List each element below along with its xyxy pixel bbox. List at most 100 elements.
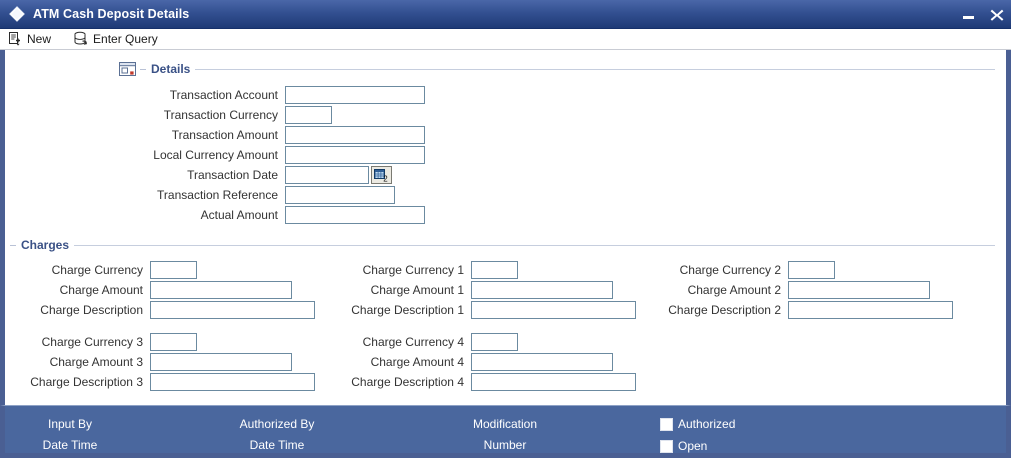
- label-transaction-reference: Transaction Reference: [157, 188, 278, 202]
- field-charge-currency-4: Charge Currency 4: [343, 333, 518, 351]
- field-charge-amount-1: Charge Amount 1: [343, 281, 613, 299]
- field-transaction-reference: Transaction Reference: [140, 186, 395, 204]
- authorized-checkbox[interactable]: [660, 417, 673, 431]
- form-canvas: Details Transaction Account Transaction …: [0, 50, 1011, 405]
- label-charge-description-1: Charge Description 1: [351, 303, 464, 317]
- input-transaction-currency[interactable]: [285, 106, 332, 124]
- open-checkbox-label: Open: [678, 439, 708, 453]
- panel-restore-icon[interactable]: [118, 61, 137, 77]
- input-actual-amount[interactable]: [285, 206, 425, 224]
- details-group-title: Details: [151, 62, 191, 76]
- checkbox-row-open[interactable]: Open: [660, 439, 707, 453]
- input-charge-amount-2[interactable]: [788, 281, 930, 299]
- input-charge-description-2[interactable]: [788, 301, 953, 319]
- charges-group-header: Charges: [10, 237, 995, 253]
- field-local-currency-amount: Local Currency Amount: [140, 146, 425, 164]
- toolbar-label-enter-query: Enter Query: [93, 32, 158, 46]
- field-transaction-account: Transaction Account: [140, 86, 425, 104]
- input-charge-currency-2[interactable]: [788, 261, 835, 279]
- input-transaction-account[interactable]: [285, 86, 425, 104]
- footer-input-by-line2: Date Time: [42, 438, 98, 452]
- label-charge-amount-1: Charge Amount 1: [370, 283, 464, 297]
- label-charge-currency-1: Charge Currency 1: [362, 263, 464, 277]
- label-charge-amount-4: Charge Amount 4: [370, 355, 464, 369]
- field-charge-amount-2: Charge Amount 2: [660, 281, 930, 299]
- checkbox-row-authorized[interactable]: Authorized: [660, 417, 735, 431]
- database-query-icon: [74, 31, 87, 45]
- window-title: ATM Cash Deposit Details: [33, 7, 190, 21]
- close-icon[interactable]: [989, 7, 1005, 23]
- input-charge-currency-3[interactable]: [150, 333, 197, 351]
- input-transaction-reference[interactable]: [285, 186, 395, 204]
- field-charge-currency-3: Charge Currency 3: [25, 333, 197, 351]
- group-rule: [195, 68, 995, 70]
- input-transaction-amount[interactable]: [285, 126, 425, 144]
- open-checkbox[interactable]: [660, 439, 673, 453]
- field-actual-amount: Actual Amount: [140, 206, 425, 224]
- new-document-icon: [9, 32, 20, 46]
- input-charge-currency-4[interactable]: [471, 333, 518, 351]
- label-charge-currency-2: Charge Currency 2: [679, 263, 781, 277]
- footer-modification-line1: Modification: [472, 417, 538, 431]
- label-transaction-account: Transaction Account: [169, 88, 278, 102]
- field-charge-description: Charge Description: [25, 301, 315, 319]
- field-charge-amount-3: Charge Amount 3: [25, 353, 292, 371]
- footer-modification-line2: Number: [483, 438, 527, 452]
- details-group-header: Details: [118, 61, 995, 77]
- field-charge-description-1: Charge Description 1: [343, 301, 636, 319]
- footer-authorized-by: Authorized By Date Time: [227, 414, 327, 456]
- diamond-icon: [9, 6, 25, 22]
- field-charge-description-3: Charge Description 3: [25, 373, 315, 391]
- label-charge-amount-2: Charge Amount 2: [687, 283, 781, 297]
- label-charge-amount-3: Charge Amount 3: [49, 355, 143, 369]
- input-charge-amount-1[interactable]: [471, 281, 613, 299]
- input-charge-description-1[interactable]: [471, 301, 636, 319]
- label-actual-amount: Actual Amount: [200, 208, 278, 222]
- toolbar-item-new[interactable]: New: [7, 30, 51, 49]
- label-charge-description-3: Charge Description 3: [30, 375, 143, 389]
- input-charge-amount-3[interactable]: [150, 353, 292, 371]
- label-transaction-date: Transaction Date: [187, 168, 278, 182]
- toolbar: New Enter Query: [0, 29, 1011, 50]
- group-rule: [74, 244, 995, 246]
- label-transaction-currency: Transaction Currency: [163, 108, 278, 122]
- field-transaction-amount: Transaction Amount: [140, 126, 425, 144]
- input-charge-description[interactable]: [150, 301, 315, 319]
- calendar-picker-button[interactable]: 2: [371, 166, 392, 184]
- input-charge-amount-4[interactable]: [471, 353, 613, 371]
- input-charge-description-4[interactable]: [471, 373, 636, 391]
- label-charge-currency-4: Charge Currency 4: [362, 335, 464, 349]
- field-transaction-date: Transaction Date 2: [140, 166, 392, 184]
- label-charge-description: Charge Description: [40, 303, 143, 317]
- label-charge-currency-3: Charge Currency 3: [41, 335, 143, 349]
- label-charge-currency: Charge Currency: [51, 263, 143, 277]
- input-charge-amount[interactable]: [150, 281, 292, 299]
- label-charge-description-2: Charge Description 2: [668, 303, 781, 317]
- input-charge-currency-1[interactable]: [471, 261, 518, 279]
- field-charge-description-2: Charge Description 2: [660, 301, 953, 319]
- svg-text:2: 2: [383, 174, 388, 182]
- input-transaction-date[interactable]: [285, 166, 369, 184]
- input-local-currency-amount[interactable]: [285, 146, 425, 164]
- group-dash: [140, 68, 146, 70]
- group-dash: [10, 244, 16, 246]
- input-charge-description-3[interactable]: [150, 373, 315, 391]
- calendar-icon: 2: [374, 168, 388, 182]
- footer-modification-number: Modification Number: [455, 414, 555, 456]
- input-charge-currency[interactable]: [150, 261, 197, 279]
- field-charge-amount: Charge Amount: [25, 281, 292, 299]
- label-transaction-amount: Transaction Amount: [171, 128, 278, 142]
- toolbar-item-enter-query[interactable]: Enter Query: [73, 30, 158, 49]
- field-charge-currency-1: Charge Currency 1: [343, 261, 518, 279]
- footer-authorized-by-line2: Date Time: [249, 438, 305, 452]
- field-charge-currency: Charge Currency: [25, 261, 197, 279]
- minimize-icon[interactable]: [961, 7, 977, 23]
- footer-input-by-line1: Input By: [47, 417, 93, 431]
- label-charge-description-4: Charge Description 4: [351, 375, 464, 389]
- authorized-checkbox-label: Authorized: [678, 417, 736, 431]
- field-charge-amount-4: Charge Amount 4: [343, 353, 613, 371]
- charges-group-title: Charges: [21, 238, 70, 252]
- status-footer: Input By Date Time Authorized By Date Ti…: [0, 405, 1011, 458]
- label-charge-amount: Charge Amount: [59, 283, 143, 297]
